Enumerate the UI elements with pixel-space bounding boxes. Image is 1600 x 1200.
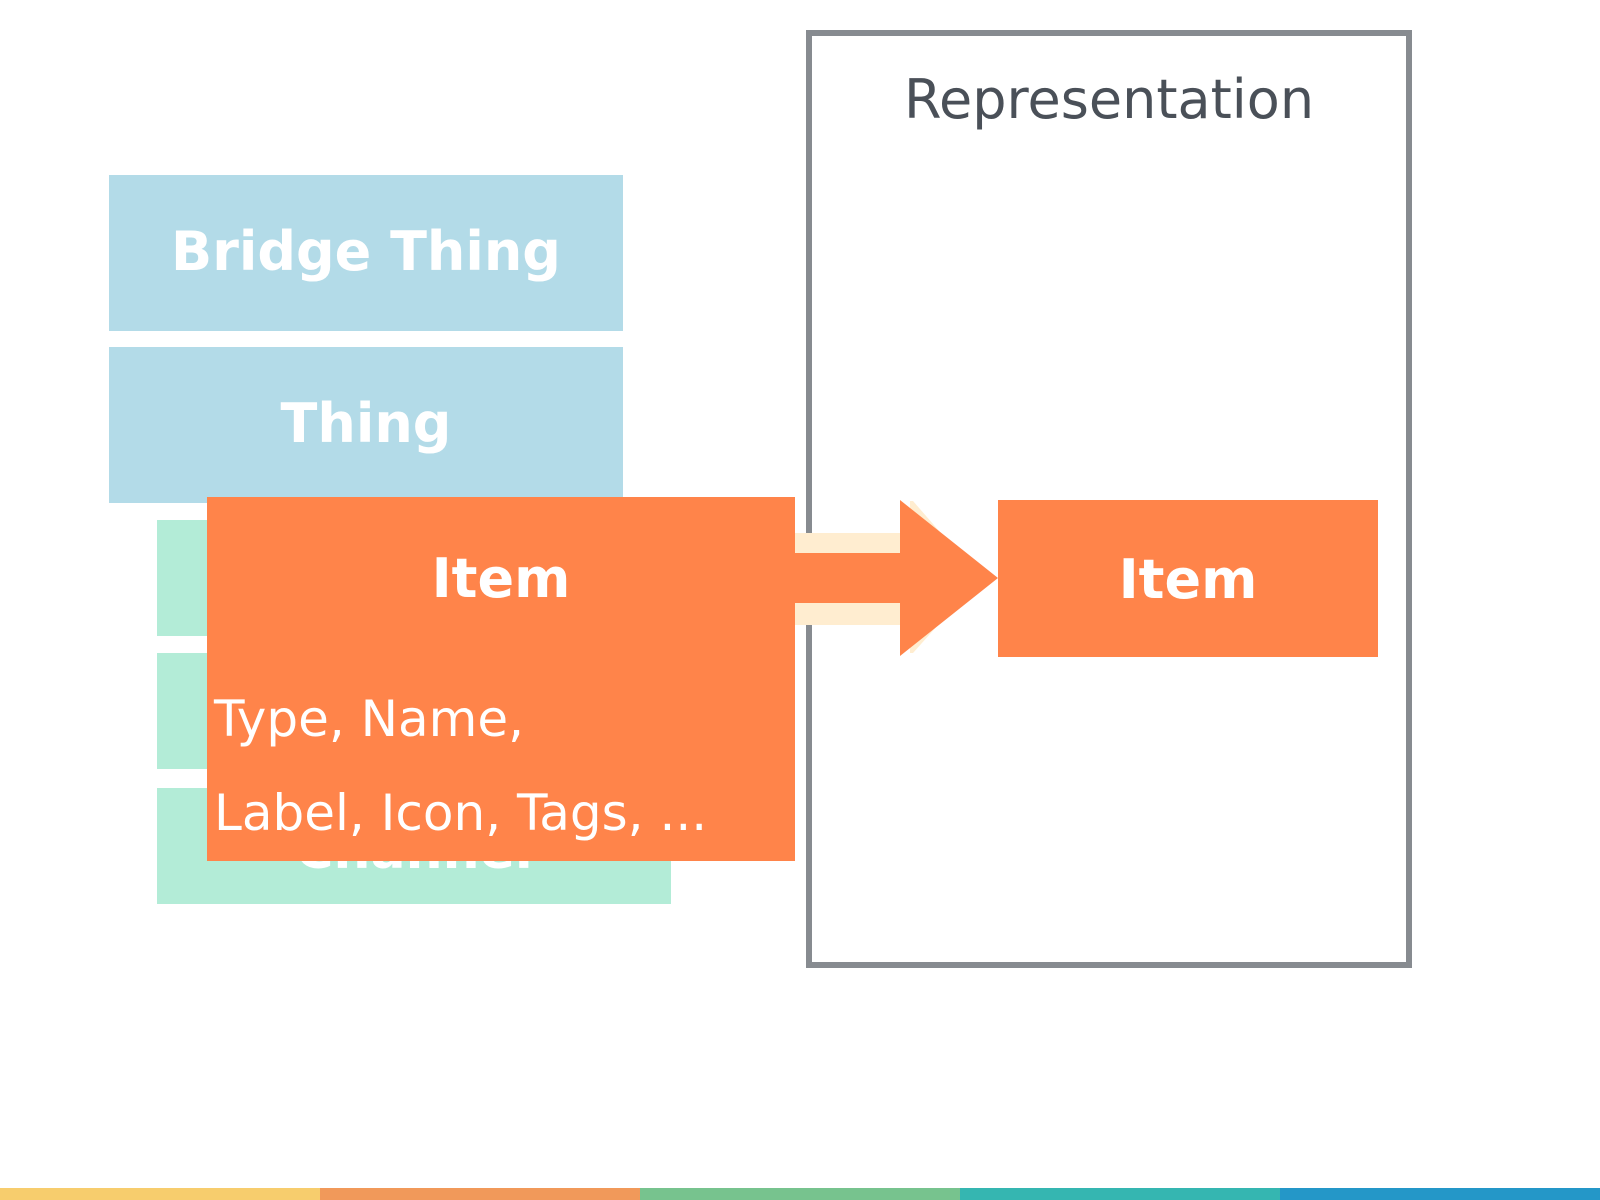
bridge-thing-label: Bridge Thing: [171, 220, 561, 283]
bottom-bar-segment-3: [640, 1188, 960, 1200]
item-panel: Item Type, Name, Label, Icon, Tags, ...: [207, 497, 795, 861]
item-attributes: Type, Name, Label, Icon, Tags, ...: [214, 672, 707, 860]
arrow-icon: [790, 500, 998, 656]
thing-label: Thing: [280, 392, 452, 455]
bottom-bar-segment-2: [320, 1188, 640, 1200]
representation-item-box: Item: [998, 500, 1378, 657]
representation-container: Representation: [806, 30, 1412, 968]
arrow-shape: [790, 500, 998, 656]
thing-box: Thing: [109, 347, 623, 503]
bridge-thing-box: Bridge Thing: [109, 175, 623, 331]
item-panel-title: Item: [431, 547, 571, 610]
bottom-bar-segment-5: [1280, 1188, 1600, 1200]
item-attributes-line-1: Type, Name,: [214, 690, 525, 748]
bottom-bar-segment-1: [0, 1188, 320, 1200]
item-attributes-line-2: Label, Icon, Tags, ...: [214, 784, 708, 842]
bottom-color-bar: [0, 1188, 1600, 1200]
representation-item-label: Item: [1118, 548, 1258, 611]
bottom-bar-segment-4: [960, 1188, 1280, 1200]
representation-title: Representation: [903, 68, 1315, 131]
